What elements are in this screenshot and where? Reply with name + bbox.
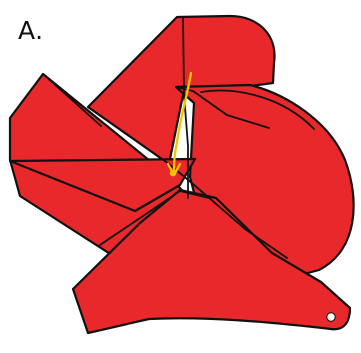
eye-dot-icon (327, 313, 335, 321)
fold-arrow-anchor-dot (170, 170, 177, 177)
